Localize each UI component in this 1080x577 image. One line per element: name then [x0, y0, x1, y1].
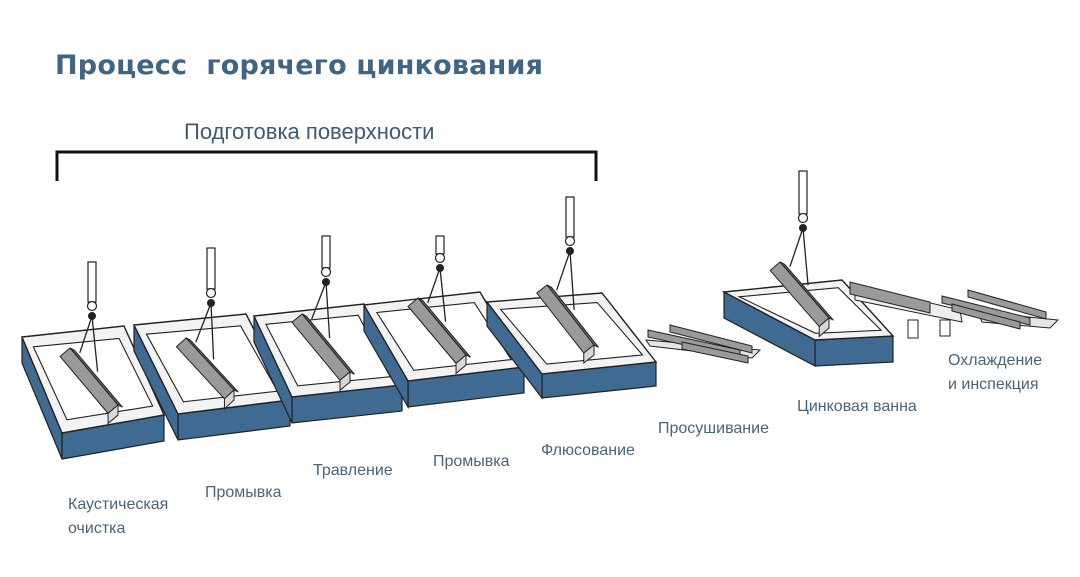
tank-rinse-1 — [132, 247, 292, 441]
diagram-title: Процесс горячего цинкования — [55, 50, 544, 81]
bracket-label: Подготовка поверхности — [184, 119, 435, 144]
stage-label-fluxing: Флюсование — [541, 442, 635, 459]
tank-fluxing — [485, 196, 658, 400]
stage-label-rinse-2: Промывка — [433, 453, 510, 470]
stage-label-rinse-1: Промывка — [205, 484, 282, 501]
stage-label-zinc: Цинковая ванна — [797, 398, 917, 415]
tank-zinc — [721, 170, 895, 367]
drying-rack — [645, 324, 762, 364]
tank-rinse-2 — [362, 235, 526, 410]
zinc-exit-rack — [849, 281, 963, 339]
tank-caustic — [20, 261, 166, 460]
stage-label-drying: Просушивание — [658, 420, 769, 437]
cooling-rack — [941, 289, 1060, 330]
tank-pickling — [252, 235, 404, 424]
stage-label-pickling: Травление — [313, 462, 393, 479]
surface-prep-bracket — [55, 150, 598, 181]
